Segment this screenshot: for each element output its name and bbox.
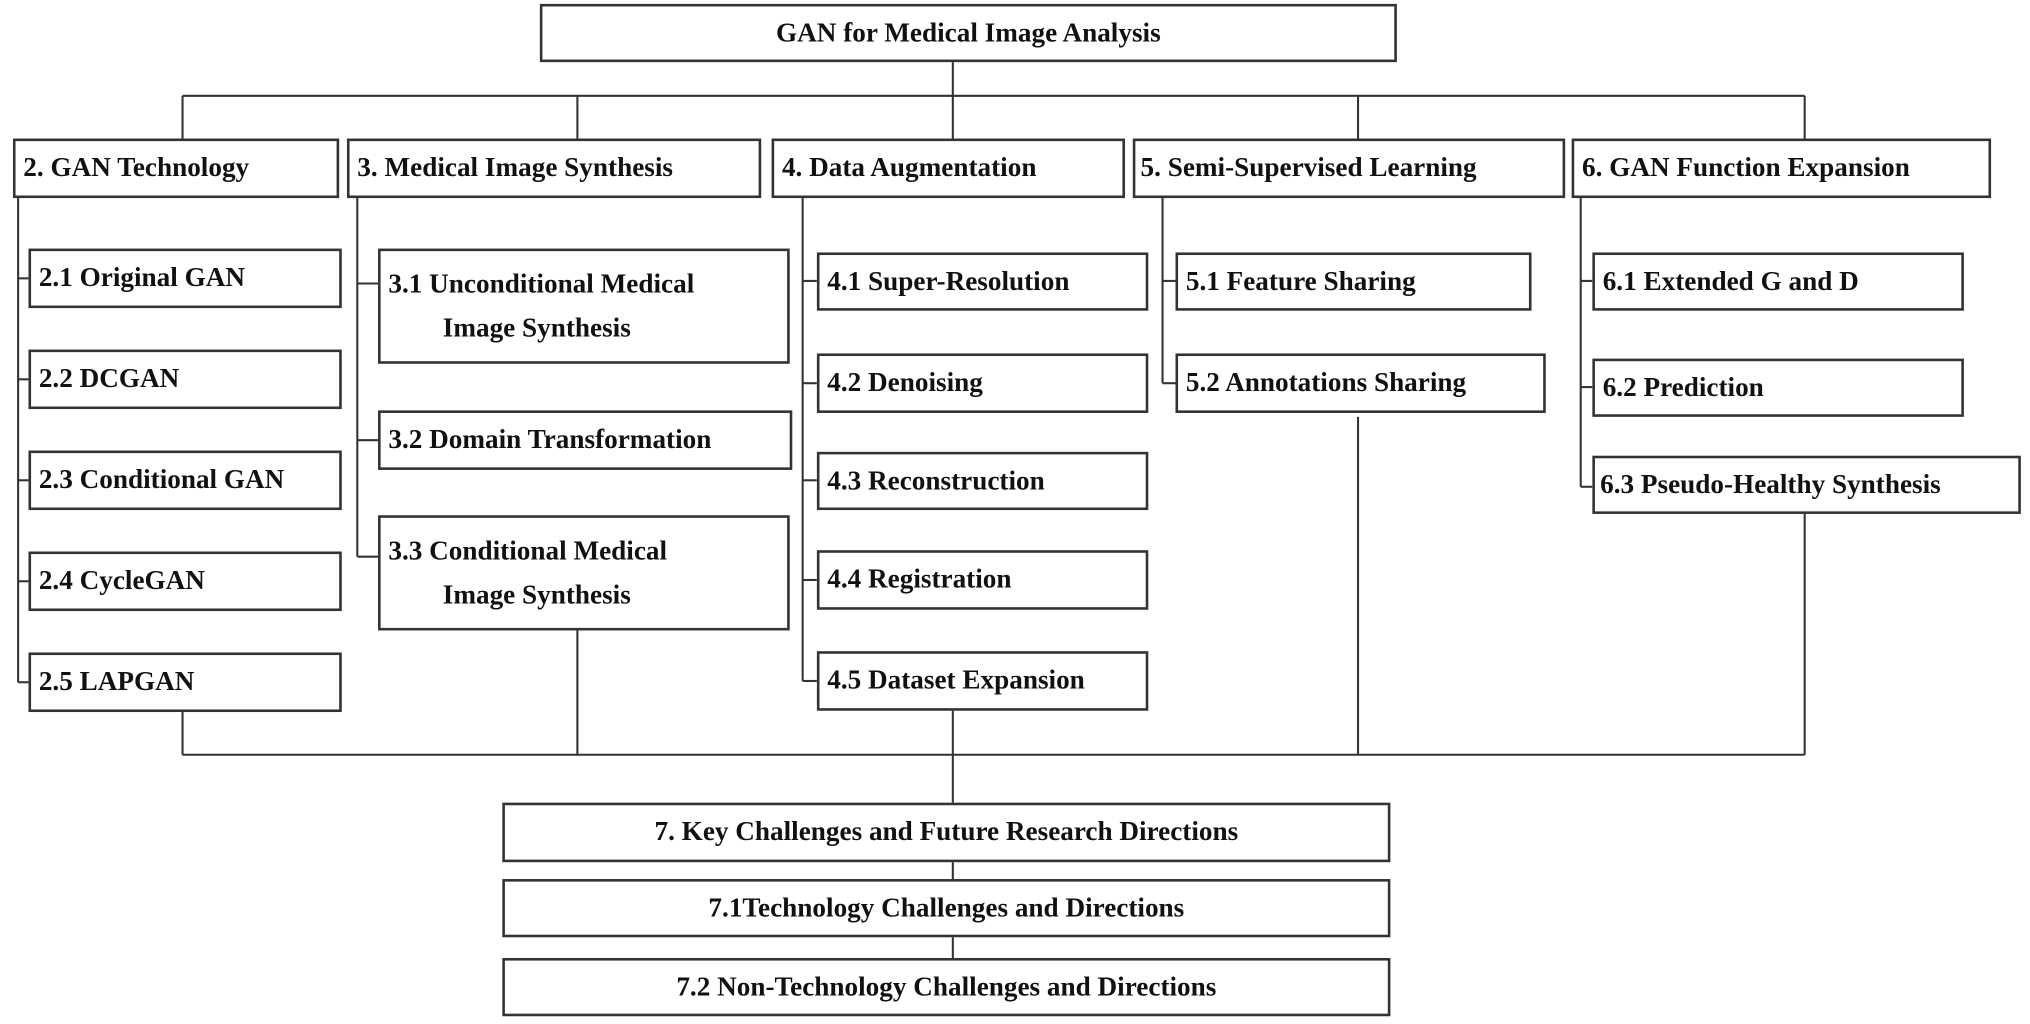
node-label: 2.2 DCGAN xyxy=(38,362,180,394)
node-section-7: 7. Key Challenges and Future Research Di… xyxy=(502,802,1391,863)
node-label: 2.5 LAPGAN xyxy=(38,665,195,697)
node-label: 4. Data Augmentation xyxy=(781,151,1037,183)
node-label: 5. Semi-Supervised Learning xyxy=(1140,151,1477,183)
node-label: 2.4 CycleGAN xyxy=(38,564,205,596)
node-4-4: 4.4 Registration xyxy=(816,550,1149,610)
node-7-2: 7.2 Non-Technology Challenges and Direct… xyxy=(502,958,1391,1017)
node-label: 5.1 Feature Sharing xyxy=(1185,265,1416,297)
node-2-5: 2.5 LAPGAN xyxy=(28,652,342,713)
node-section-6: 6. GAN Function Expansion xyxy=(1571,138,1992,199)
node-label: 4.5 Dataset Expansion xyxy=(827,664,1085,696)
node-3-2: 3.2 Domain Transformation xyxy=(378,410,793,470)
node-4-3: 4.3 Reconstruction xyxy=(816,451,1149,511)
root-label: GAN for Medical Image Analysis xyxy=(776,16,1161,48)
node-label: 7. Key Challenges and Future Research Di… xyxy=(654,815,1239,847)
node-label: 4.1 Super-Resolution xyxy=(827,265,1070,297)
node-label: Image Synthesis xyxy=(442,578,631,610)
root-node: GAN for Medical Image Analysis xyxy=(539,3,1397,63)
node-label: 3.2 Domain Transformation xyxy=(388,423,712,455)
node-label: 2. GAN Technology xyxy=(23,151,250,183)
node-label: 6. GAN Function Expansion xyxy=(1582,151,1910,183)
node-2-1: 2.1 Original GAN xyxy=(28,248,342,309)
node-label: 6.1 Extended G and D xyxy=(1602,265,1859,297)
node-section-3: 3. Medical Image Synthesis xyxy=(346,138,762,199)
node-6-1: 6.1 Extended G and D xyxy=(1592,252,1964,311)
node-section-2: 2. GAN Technology xyxy=(12,138,340,199)
node-2-3: 2.3 Conditional GAN xyxy=(28,450,342,511)
node-4-2: 4.2 Denoising xyxy=(816,353,1149,413)
node-5-1: 5.1 Feature Sharing xyxy=(1175,252,1532,311)
node-6-3: 6.3 Pseudo-Healthy Synthesis xyxy=(1592,455,2021,514)
node-label: 4.3 Reconstruction xyxy=(827,464,1045,496)
node-4-1: 4.1 Super-Resolution xyxy=(816,252,1149,311)
node-label: 2.1 Original GAN xyxy=(38,261,246,293)
node-label: 2.3 Conditional GAN xyxy=(38,463,285,495)
node-label: 4.2 Denoising xyxy=(827,366,983,398)
node-5-2: 5.2 Annotations Sharing xyxy=(1175,353,1546,413)
node-label: 7.2 Non-Technology Challenges and Direct… xyxy=(676,970,1217,1002)
node-label: 4.4 Registration xyxy=(827,563,1012,595)
node-2-2: 2.2 DCGAN xyxy=(28,349,342,410)
node-4-5: 4.5 Dataset Expansion xyxy=(816,651,1149,711)
node-label: 3. Medical Image Synthesis xyxy=(357,151,673,183)
node-label: 6.3 Pseudo-Healthy Synthesis xyxy=(1600,468,1941,500)
node-label: 7.1Technology Challenges and Directions xyxy=(708,891,1185,923)
node-label: 5.2 Annotations Sharing xyxy=(1185,366,1467,398)
node-7-1: 7.1Technology Challenges and Directions xyxy=(502,879,1391,938)
node-label: Image Synthesis xyxy=(442,311,631,343)
node-6-2: 6.2 Prediction xyxy=(1592,358,1964,417)
node-label: 3.3 Conditional Medical xyxy=(388,534,668,566)
node-section-4: 4. Data Augmentation xyxy=(771,138,1126,199)
node-label: 6.2 Prediction xyxy=(1602,371,1764,403)
node-section-5: 5. Semi-Supervised Learning xyxy=(1132,138,1566,199)
node-label: 3.1 Unconditional Medical xyxy=(388,267,695,299)
node-2-4: 2.4 CycleGAN xyxy=(28,551,342,612)
